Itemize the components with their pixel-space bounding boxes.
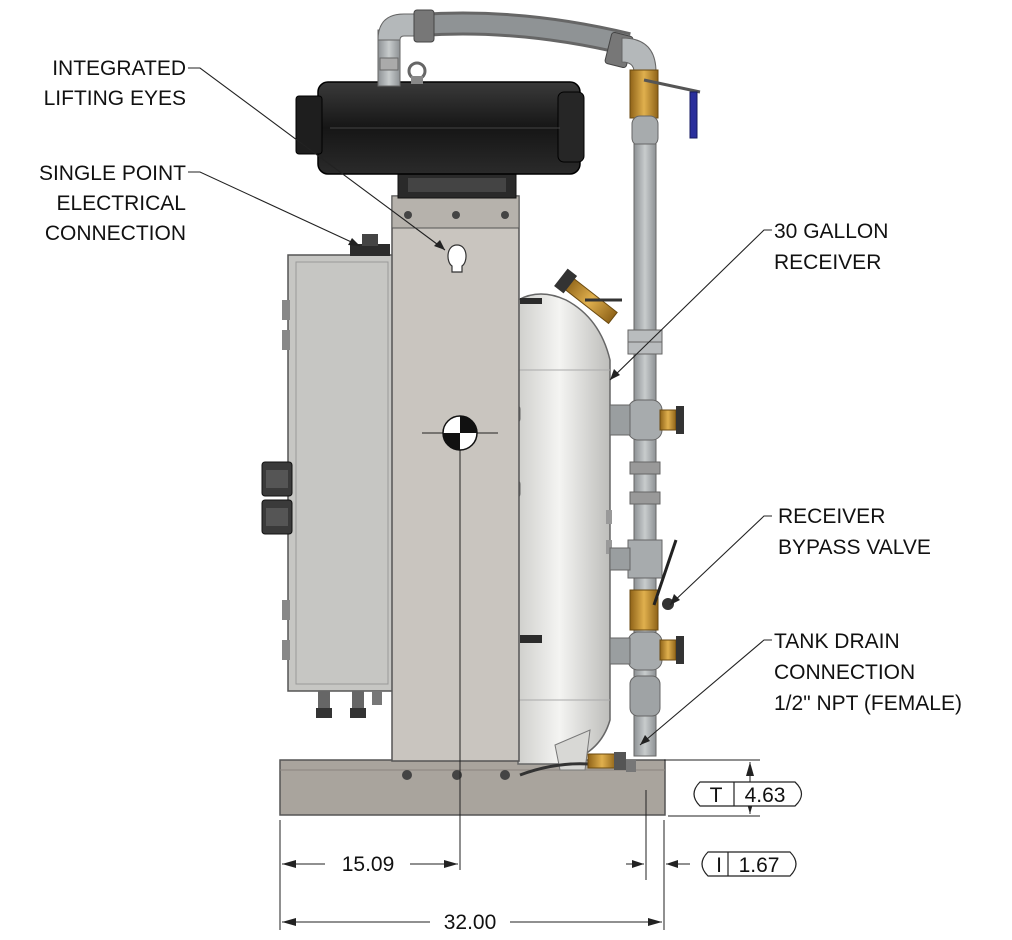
callout-integrated-lifting-eyes: INTEGRATED LIFTING EYES [44, 57, 186, 110]
receiver-tank [509, 293, 636, 777]
dimension-i-offset: I 1.67 [626, 851, 797, 877]
callout-leaders [188, 67, 772, 746]
dimension-t-height: T 4.63 [693, 762, 803, 814]
callout-text: CONNECTION [774, 661, 915, 684]
callout-text: 1/2" NPT (FEMALE) [774, 692, 962, 715]
dimension-label: I [716, 854, 722, 877]
dimension-value: 15.09 [342, 853, 395, 876]
discharge-piping [377, 9, 701, 757]
callout-text: ELECTRICAL [56, 192, 186, 215]
callout-text: BYPASS VALVE [778, 536, 931, 559]
center-of-gravity-symbol [422, 415, 498, 870]
callout-single-point-electrical: SINGLE POINT ELECTRICAL CONNECTION [39, 162, 186, 245]
dimension-value: 4.63 [745, 784, 786, 807]
callout-tank-drain-connection: TANK DRAIN CONNECTION 1/2" NPT (FEMALE) [774, 630, 962, 715]
frame-column [391, 195, 520, 762]
callout-text: CONNECTION [45, 222, 186, 245]
callout-text: 30 GALLON [774, 220, 888, 243]
dimension-cg-offset: 15.09 [282, 853, 458, 876]
dimension-value: 1.67 [739, 854, 780, 877]
base-skid [279, 759, 666, 816]
callout-receiver-bypass-valve: RECEIVER BYPASS VALVE [778, 505, 931, 559]
dimension-value: 32.00 [444, 911, 497, 934]
lifting-eye-hole [447, 244, 467, 273]
callout-30-gallon-receiver: 30 GALLON RECEIVER [774, 220, 888, 274]
dimension-overall-width: 32.00 [282, 911, 662, 934]
callout-text: SINGLE POINT [39, 162, 186, 185]
callout-text: RECEIVER [774, 251, 881, 274]
callout-text: INTEGRATED [52, 57, 186, 80]
control-panel-enclosure [261, 234, 394, 718]
dimension-extension-lines [279, 759, 760, 930]
callout-text: TANK DRAIN [774, 630, 900, 653]
blower-motor [295, 61, 585, 199]
callout-text: RECEIVER [778, 505, 885, 528]
dimension-label: T [710, 784, 723, 807]
callout-text: LIFTING EYES [44, 87, 186, 110]
